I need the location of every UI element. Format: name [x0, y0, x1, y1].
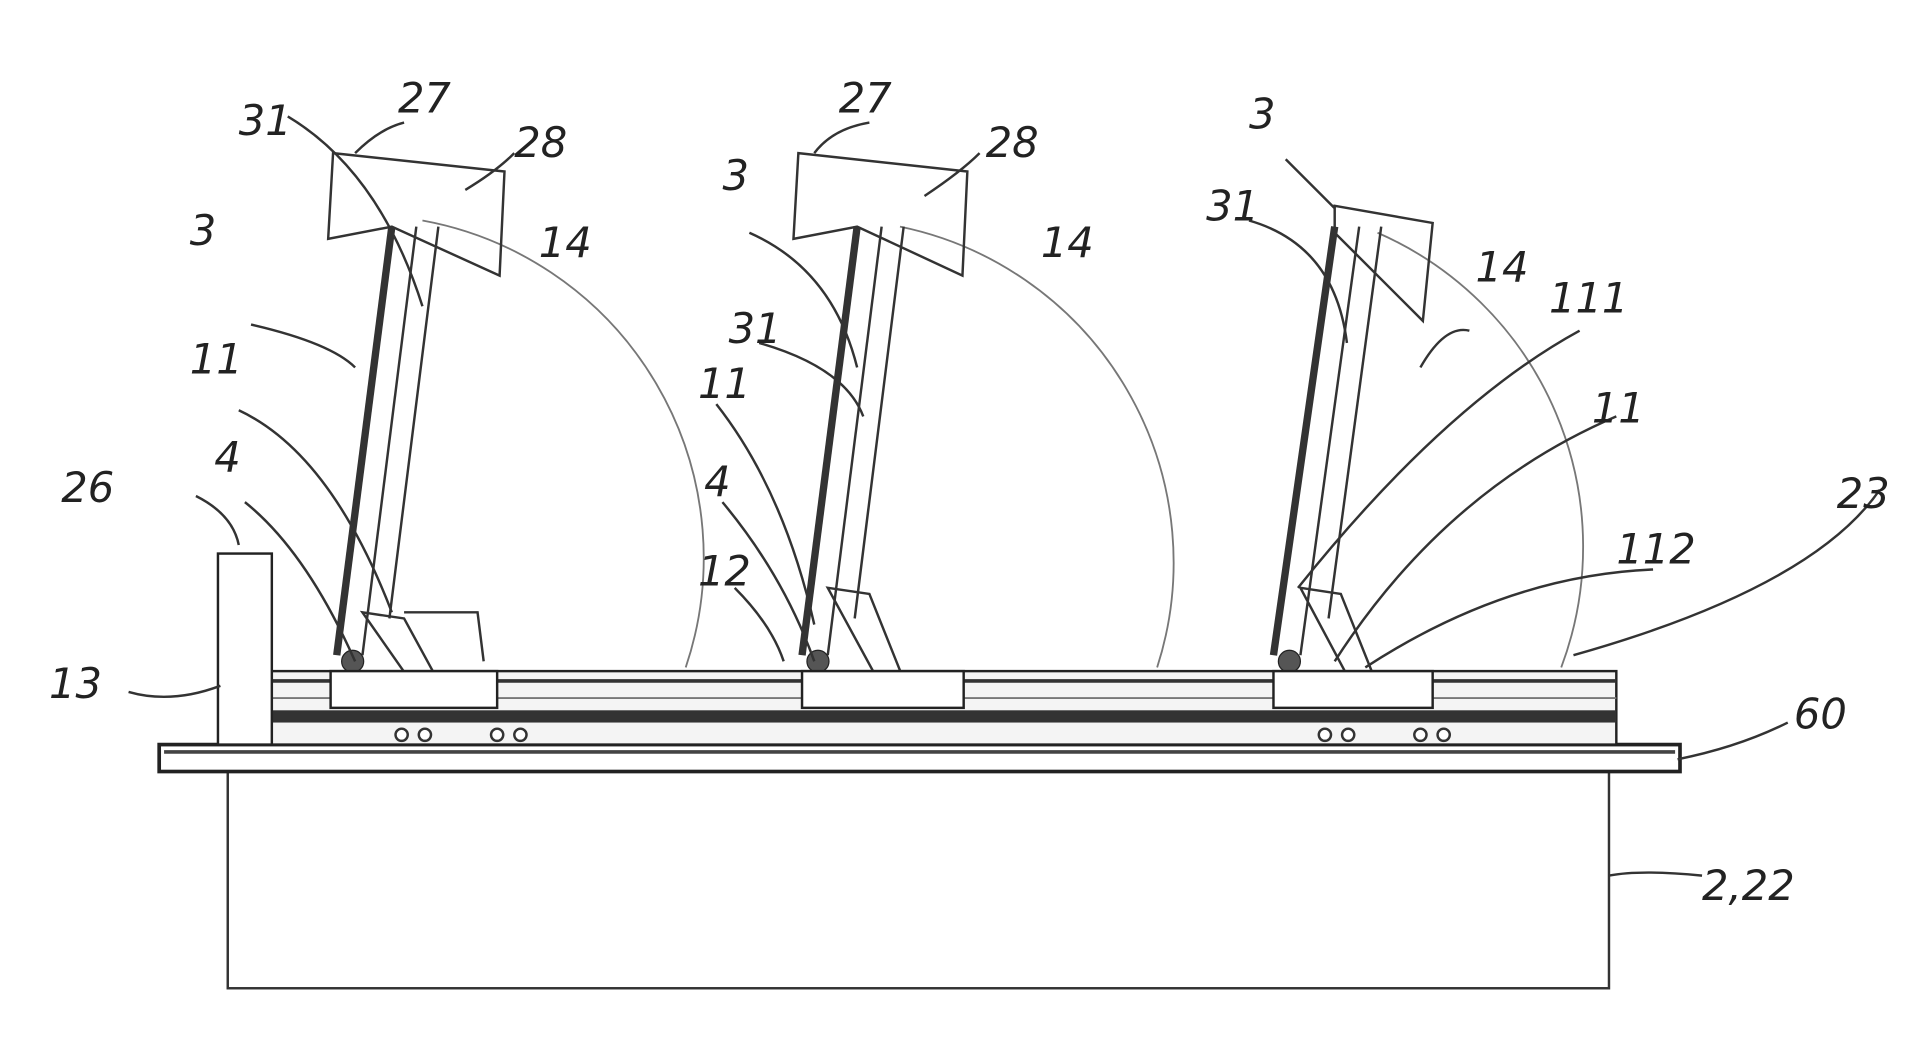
head-box: [792, 151, 969, 278]
label-28: 28: [514, 118, 567, 167]
label-14: 14: [1041, 218, 1094, 267]
end-block: [216, 552, 274, 746]
bolts: [394, 727, 1452, 743]
hinge-base: [329, 669, 499, 710]
label-3: 3: [722, 151, 748, 200]
label-26: 26: [61, 463, 114, 512]
label-14: 14: [539, 218, 592, 267]
panel-line: [853, 226, 905, 619]
label-14: 14: [1476, 243, 1529, 292]
label-27: 27: [839, 74, 892, 123]
panel-edge: [798, 226, 861, 656]
unit-1: [326, 151, 705, 710]
base-housing: [226, 770, 1611, 990]
unit-3: [1269, 204, 1585, 710]
unit-2: [792, 151, 1175, 710]
label-13: 13: [49, 659, 102, 708]
plate: [157, 742, 1682, 774]
label-111: 111: [1549, 273, 1628, 322]
panel-edge: [333, 226, 396, 656]
label-31: 31: [729, 304, 782, 353]
label-60: 60: [1794, 690, 1847, 739]
hinge-base: [800, 669, 965, 710]
hinge-base: [1272, 669, 1434, 710]
swing-arc: [422, 219, 705, 668]
panel-line: [1299, 226, 1361, 656]
label-27: 27: [398, 74, 451, 123]
bracket: [404, 611, 485, 662]
label-11: 11: [1592, 384, 1645, 433]
label-11: 11: [698, 359, 751, 408]
label-31: 31: [239, 96, 292, 145]
panel-line: [826, 226, 883, 656]
label-12: 12: [698, 546, 751, 595]
head-box: [326, 151, 506, 278]
label-11: 11: [190, 335, 243, 384]
pivot: [1277, 649, 1302, 673]
label-112: 112: [1616, 524, 1695, 573]
swing-arc: [899, 225, 1175, 668]
panel-line: [1327, 226, 1383, 619]
label-4: 4: [214, 433, 240, 482]
panel-edge: [1269, 226, 1339, 656]
label-3: 3: [1249, 90, 1275, 139]
reference-labels: 27 28 31 3 14 11 4 26 13 27 28 3 31 14 1…: [49, 74, 1890, 910]
panel-line: [388, 226, 440, 619]
panel-line: [361, 226, 418, 656]
label-4: 4: [704, 457, 730, 506]
label-31: 31: [1206, 182, 1259, 231]
label-23: 23: [1837, 469, 1890, 518]
label-3: 3: [190, 206, 216, 255]
head-box: [1333, 204, 1434, 324]
swing-arc: [1377, 231, 1585, 668]
rail-band: [220, 710, 1617, 723]
label-2-22: 2,22: [1702, 861, 1795, 910]
leader-lines: [128, 115, 1881, 877]
label-28: 28: [986, 118, 1039, 167]
